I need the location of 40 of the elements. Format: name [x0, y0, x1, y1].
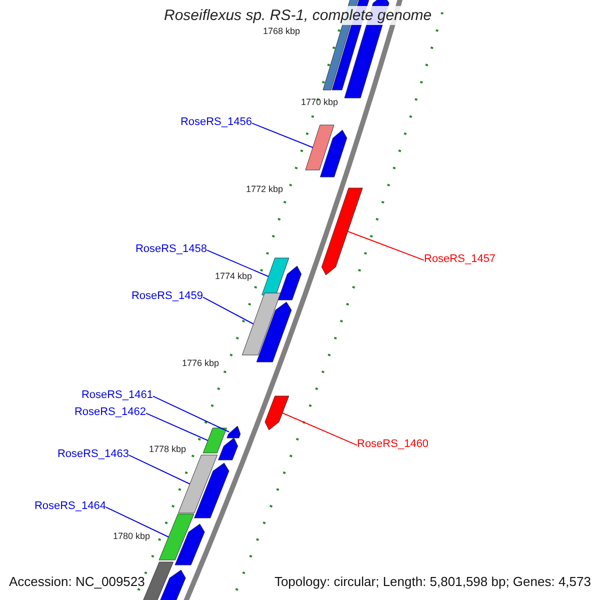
- scale-label: 1776 kbp: [182, 358, 219, 368]
- gene-feature: [321, 188, 363, 276]
- scale-label: 1778 kbp: [148, 444, 186, 454]
- leader-line: [128, 454, 190, 484]
- accession-text: Accession: NC_009523: [9, 574, 145, 589]
- gene-label: RoseRS_1458: [135, 243, 207, 255]
- gene-bar: [158, 514, 194, 560]
- gene-label: RoseRS_1459: [131, 290, 203, 302]
- gene-label: RoseRS_1456: [180, 116, 252, 128]
- scale-label: 1772 kbp: [246, 184, 283, 194]
- gene-bar: [242, 292, 281, 356]
- gene-feature: [256, 302, 292, 362]
- gene-bar: [262, 258, 290, 296]
- gene-bar: [178, 454, 218, 514]
- scale-label: 1770 kbp: [300, 97, 338, 107]
- leader-line: [252, 122, 314, 148]
- scale-label: 1768 kbp: [262, 26, 300, 36]
- gene-label: RoseRS_1462: [74, 406, 146, 418]
- gene-label: RoseRS_1464: [34, 500, 106, 512]
- gene-feature: [278, 266, 302, 300]
- leader-line: [146, 412, 208, 441]
- genome-stats-text: Topology: circular; Length: 5,801,598 bp; Genes: 4,573: [274, 574, 591, 589]
- gene-label: RoseRS_1463: [57, 448, 129, 460]
- gene-label: RoseRS_1461: [81, 389, 153, 401]
- leader-line: [282, 412, 358, 446]
- leader-line: [106, 506, 170, 538]
- leader-line: [206, 250, 269, 277]
- leader-line: [347, 231, 424, 261]
- gene-feature: [320, 130, 348, 178]
- gene-label: RoseRS_1457: [424, 253, 496, 265]
- gene-feature: [174, 524, 205, 566]
- scale-label: 1774 kbp: [214, 271, 252, 281]
- gene-feature: [194, 462, 230, 518]
- leader-line: [152, 396, 230, 432]
- leader-line: [202, 296, 254, 324]
- gene-bar: [202, 428, 227, 454]
- gene-bar: [305, 124, 334, 170]
- scale-label: 1780 kbp: [112, 531, 150, 541]
- gene-label: RoseRS_1460: [357, 438, 429, 450]
- gene-feature: [264, 396, 290, 430]
